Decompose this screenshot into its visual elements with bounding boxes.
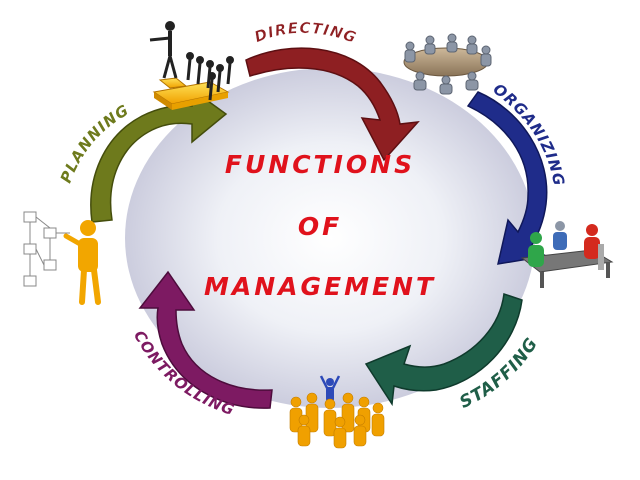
conference-table-meeting-icon xyxy=(403,33,492,95)
person-with-flowchart-icon xyxy=(23,211,101,305)
title-line-functions: FUNCTIONS xyxy=(224,150,416,179)
planning-arrow xyxy=(90,86,228,223)
title-line-management: MANAGEMENT xyxy=(203,272,437,301)
controlling-arrow xyxy=(138,270,273,409)
staffing-arrow xyxy=(364,292,523,407)
leader-pointing-team-icon xyxy=(149,21,234,110)
directing-label-text: DIRECTING xyxy=(252,19,359,47)
directing-label: DIRECTING xyxy=(252,19,359,47)
title-line-of: OF xyxy=(297,212,343,241)
directing-arrow xyxy=(245,47,420,162)
crowd-with-leader-icon xyxy=(289,375,385,449)
organizing-arrow xyxy=(466,91,549,265)
center-backdrop xyxy=(125,68,535,408)
interview-desk-icon xyxy=(520,221,614,288)
